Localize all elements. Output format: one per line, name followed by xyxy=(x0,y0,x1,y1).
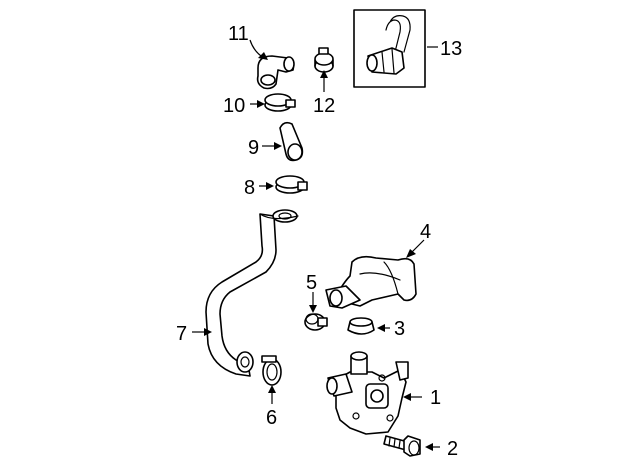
callout-13: 13 xyxy=(440,38,462,60)
part-10-hose-clamp xyxy=(250,93,296,112)
part-8-hose-clamp xyxy=(259,175,308,194)
connector-opening xyxy=(366,54,378,72)
part-4-outlet-pipe xyxy=(325,239,425,309)
callout-6: 6 xyxy=(266,407,277,429)
part-7-long-hose xyxy=(192,209,299,377)
part-5-hose-clamp xyxy=(304,292,328,331)
callout-7: 7 xyxy=(176,323,187,345)
retainer-clip-shape xyxy=(385,15,411,53)
part-2-bolt xyxy=(383,435,440,457)
callout-3: 3 xyxy=(394,318,405,340)
part-11-hose-elbow xyxy=(249,39,295,90)
callout-12: 12 xyxy=(313,95,335,117)
part-9-short-hose xyxy=(262,121,304,162)
long-hose-shape xyxy=(205,213,277,377)
callout-11: 11 xyxy=(228,23,249,45)
callout-9: 9 xyxy=(248,137,259,159)
callout-4: 4 xyxy=(420,221,431,243)
callout-1: 1 xyxy=(430,387,441,409)
callout-2: 2 xyxy=(447,438,458,460)
part-6-hose-clamp xyxy=(261,355,282,404)
part-13-connector-inset xyxy=(353,9,438,88)
part-1-pump-assembly xyxy=(326,351,422,435)
part-12-hose-clamp xyxy=(314,47,334,92)
callout-8: 8 xyxy=(244,177,255,199)
part-3-seal xyxy=(347,317,390,335)
callout-5: 5 xyxy=(306,272,317,294)
callout-10: 10 xyxy=(223,95,245,117)
